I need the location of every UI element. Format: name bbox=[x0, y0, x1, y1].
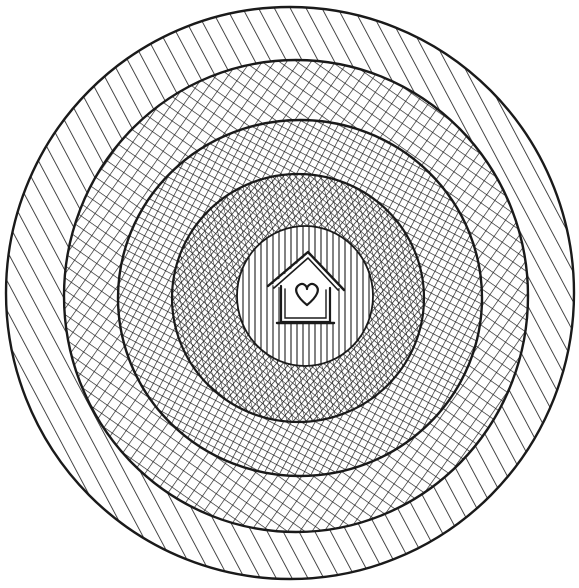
illustration-canvas bbox=[0, 0, 579, 588]
concentric-circles-drawing bbox=[0, 0, 579, 588]
